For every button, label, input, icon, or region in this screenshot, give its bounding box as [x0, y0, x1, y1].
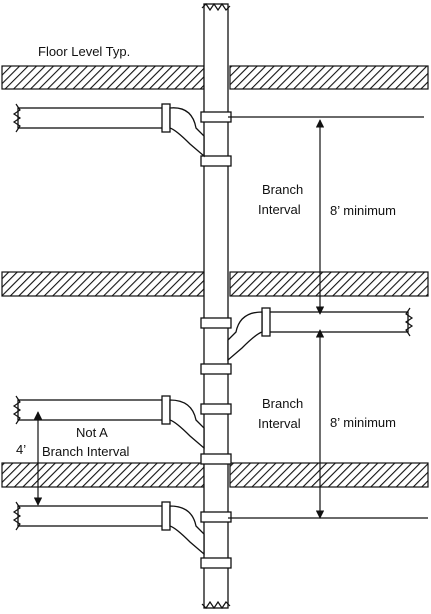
floor-slab-2-left [1, 271, 205, 297]
floor-slab-3-right [229, 462, 429, 488]
floor-slab-1-left [1, 65, 205, 90]
not-a-label: Not A [76, 425, 108, 440]
floor-slab-2-right [229, 271, 429, 297]
floor-level-label: Floor Level Typ. [38, 44, 130, 59]
branch-interval-1-line2: Interval [258, 202, 301, 217]
floor-slab-1-right [229, 65, 429, 90]
floor-slabs [1, 65, 429, 488]
branch-pipe-4 [12, 501, 428, 556]
vertical-stack [200, 2, 232, 610]
branch-interval-not-label: Branch Interval [42, 444, 130, 459]
four-feet-label: 4’ [16, 442, 26, 457]
floor-slab-3-left [1, 462, 205, 488]
branch-interval-2-line2: Interval [258, 416, 301, 431]
branch-pipe-3 [12, 395, 205, 450]
dimension-arrows [33, 119, 325, 519]
branch-interval-1-line1: Branch [262, 182, 303, 197]
minimum-2-label: 8’ minimum [330, 415, 396, 430]
branch-pipe-2 [227, 307, 414, 362]
minimum-1-label: 8’ minimum [330, 203, 396, 218]
branch-pipe-1 [12, 103, 424, 158]
branch-interval-2-line1: Branch [262, 396, 303, 411]
